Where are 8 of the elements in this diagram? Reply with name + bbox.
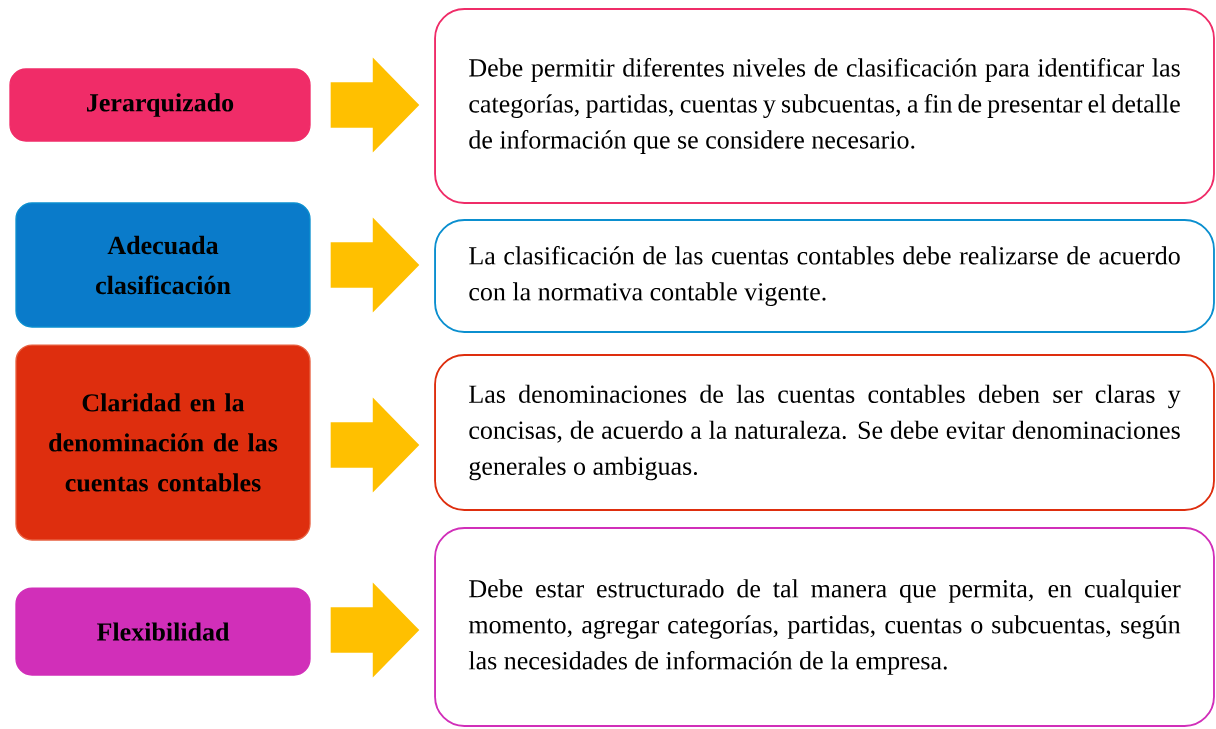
description-box: Debe estar estructurado de tal manera que permita, en cualquier momento, agregar categorías, partidas, cuentas o subcuentas, según las necesidades de información de la empresa. [434,527,1215,727]
term-box: Jerarquizado [9,68,311,142]
term-box: Flexibilidad [15,587,311,676]
term-box: Claridad en la denominación de las cuentas contables [15,344,311,541]
description-box: La clasificación de las cuentas contables debe realizarse de acuerdo con la normativa contable vigente. [434,219,1215,333]
description-box: Debe permitir diferentes niveles de clasificación para identificar las categorías, partidas, cuentas y subcuentas, a fin de presentar el detalle de información que se considere necesario. [434,8,1215,204]
term-box: Adecuada clasificación [15,202,311,328]
description-box: Las denominaciones de las cuentas contables deben ser claras y concisas, de acuerdo a la naturaleza. Se debe evitar denominaciones generales o ambiguas. [434,354,1215,511]
